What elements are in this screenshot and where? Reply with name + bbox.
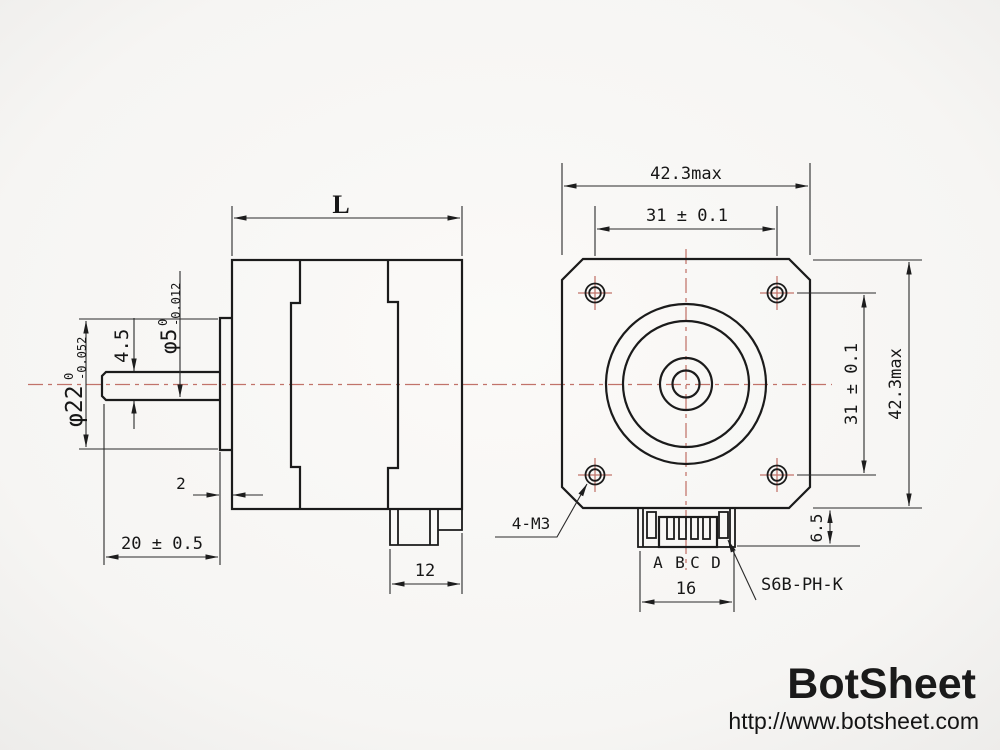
dim-shaft-length: 20 ± 0.5	[103, 404, 219, 565]
rear-endcap-joint-line	[386, 260, 400, 509]
mounting-holes	[584, 282, 788, 486]
dim-pilot-dia-tol-lower: -0.052	[75, 337, 89, 380]
dim-hole-spacing-horizontal-label: 31 ± 0.1	[646, 206, 728, 226]
side-connector	[389, 509, 463, 546]
dim-body-height-label: 42.3max	[886, 348, 906, 420]
dim-pilot-depth: 2	[176, 452, 263, 565]
callout-connector-model-label: S6B-PH-K	[761, 575, 844, 595]
callout-mounting-holes: 4-M3	[495, 483, 588, 538]
shaft-circle	[671, 369, 701, 399]
dim-shaft-dia: φ5 0 -0.012	[156, 271, 183, 398]
dim-body-height: 42.3max	[813, 259, 922, 509]
front-face-outline	[560, 257, 812, 510]
dim-pilot-dia: φ22 0 -0.052	[62, 318, 218, 450]
dim-shaft-length-label: 20 ± 0.5	[121, 534, 203, 554]
dim-pilot-dia-tol-upper: 0	[62, 373, 76, 380]
dim-pilot-depth-label: 2	[176, 474, 186, 493]
dim-rear-connector-width: 12	[389, 533, 463, 594]
endbell-circle-outer	[604, 302, 768, 466]
dim-body-width: 42.3max	[561, 163, 811, 255]
dim-hole-spacing-horizontal: 31 ± 0.1	[594, 206, 778, 256]
dim-connector-width: 16	[639, 551, 735, 612]
pin-label-b: B	[675, 553, 685, 572]
dim-rear-connector-width-label: 12	[415, 561, 435, 581]
dim-hole-spacing-vertical: 31 ± 0.1	[797, 292, 876, 476]
dim-body-width-label: 42.3max	[650, 164, 722, 184]
dim-L-label: L	[332, 190, 349, 219]
shaft	[100, 370, 220, 402]
dim-pilot-dia-label: φ22	[62, 385, 88, 427]
hole-crosshairs	[578, 276, 794, 492]
endbell-circle-inner	[621, 319, 751, 449]
dim-shaft-dia-tol-lower: -0.012	[169, 283, 183, 326]
brand-logo: BotSheet	[787, 660, 976, 708]
dim-connector-height: 6.5	[737, 510, 860, 547]
dim-shaft-flat: 4.5	[111, 318, 137, 429]
pin-label-a: A	[653, 553, 663, 572]
front-view: 42.3max 31 ± 0.1 31 ± 0.1 42.3max	[495, 163, 922, 612]
callout-connector-model: S6B-PH-K	[727, 539, 844, 601]
pilot-circle	[658, 356, 714, 412]
dim-connector-height-label: 6.5	[807, 514, 826, 543]
dim-hole-spacing-vertical-label: 31 ± 0.1	[842, 343, 862, 425]
pilot-boss	[218, 316, 232, 452]
front-endcap-joint-line	[289, 260, 302, 509]
dim-connector-width-label: 16	[676, 579, 696, 599]
branding: BotSheet http://www.botsheet.com	[728, 660, 979, 734]
pin-label-c: C	[690, 553, 700, 572]
pin-label-d: D	[711, 553, 721, 572]
dim-shaft-dia-label: φ5	[157, 329, 181, 354]
dim-shaft-dia-tol-upper: 0	[156, 319, 170, 326]
callout-mounting-holes-label: 4-M3	[512, 514, 551, 533]
pin-labels: A B C D	[653, 553, 721, 572]
side-view: L φ22 0 -0.052 4.5 φ5 0 -0	[62, 190, 464, 594]
dim-L: L	[231, 190, 463, 256]
dim-shaft-flat-label: 4.5	[111, 329, 133, 363]
brand-url: http://www.botsheet.com	[728, 708, 979, 734]
motor-body-outline	[230, 258, 464, 511]
